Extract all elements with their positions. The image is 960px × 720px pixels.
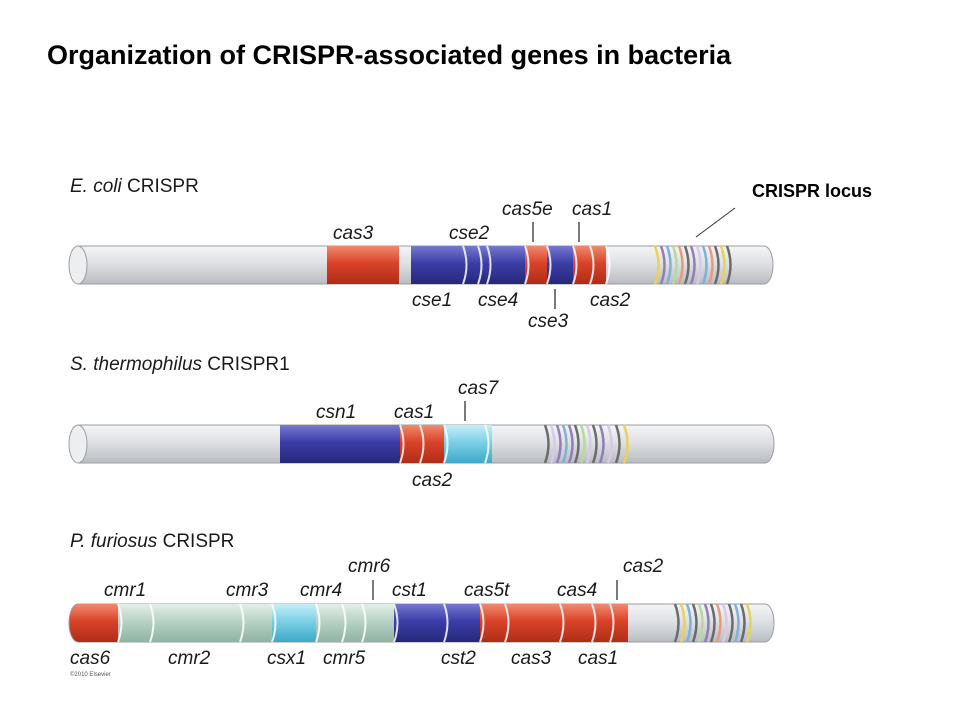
crispr-locus-pointer	[695, 207, 736, 238]
label-cas1: cas1	[394, 402, 434, 423]
label-cas1: cas1	[572, 199, 612, 220]
label-cmr4: cmr4	[300, 580, 342, 601]
label-cmr2: cmr2	[168, 648, 211, 669]
spacer-array-sthermophilus	[543, 424, 629, 464]
label-cse2: cse2	[449, 223, 490, 244]
gene-cmr1-cmr2-cmr3	[118, 604, 272, 642]
label-csx1: csx1	[267, 648, 306, 669]
gene-cas3	[327, 246, 399, 284]
gene-cas7	[444, 425, 492, 463]
backbone-end-right	[764, 424, 775, 464]
backbone-end-left	[68, 424, 88, 464]
chromosome-pfuriosus	[68, 603, 775, 643]
label-cas3: cas3	[511, 648, 552, 669]
label-cas7: cas7	[458, 378, 500, 399]
label-cas1: cas1	[578, 648, 618, 669]
page-title: Organization of CRISPR-associated genes …	[47, 40, 732, 70]
gene-csn1	[280, 425, 400, 463]
label-cmr3: cmr3	[226, 580, 269, 601]
gene-csx1	[272, 604, 316, 642]
crispr-locus-label: CRISPR locus	[752, 181, 872, 201]
label-cas2: cas2	[412, 470, 453, 491]
chromosome-sthermophilus	[68, 424, 775, 464]
backbone-end-right	[764, 603, 775, 643]
label-cse3: cse3	[528, 311, 569, 332]
label-cas2: cas2	[623, 556, 664, 577]
label-cse1: cse1	[412, 290, 452, 311]
gene-cas5t-cas3-cas4-cas1-cas2	[480, 604, 628, 642]
label-cas6: cas6	[70, 648, 111, 669]
chromosome-ecoli	[68, 245, 774, 285]
label-cst2: cst2	[441, 648, 476, 669]
gene-cas1-cas2	[573, 246, 606, 284]
label-cas3: cas3	[333, 223, 374, 244]
backbone-end-left	[68, 245, 88, 285]
gene-cas6	[78, 604, 118, 642]
spacer-array-ecoli	[653, 245, 732, 285]
locus-title-pfuriosus: P. furiosus CRISPR	[70, 531, 234, 552]
label-cst1: cst1	[392, 580, 427, 601]
label-cmr5: cmr5	[323, 648, 366, 669]
gene-cmr4-cmr5-cmr6	[316, 604, 394, 642]
label-cmr6: cmr6	[348, 556, 391, 577]
gene-cse-block	[411, 246, 525, 284]
label-cse4: cse4	[478, 290, 518, 311]
label-cas5t: cas5t	[464, 580, 510, 601]
gene-cst1-cst2	[394, 604, 480, 642]
label-cas2: cas2	[590, 290, 631, 311]
backbone-end-right	[763, 245, 774, 285]
gene-cas5e	[525, 246, 547, 284]
locus-title-sthermophilus: S. thermophilus CRISPR1	[70, 354, 290, 375]
spacer-array-pfuriosus	[673, 603, 752, 643]
label-cmr1: cmr1	[104, 580, 146, 601]
copyright-notice: ©2010 Elsevier	[70, 671, 111, 678]
label-csn1: csn1	[316, 402, 356, 423]
label-cas5e: cas5e	[502, 199, 553, 220]
locus-title-ecoli: E. coli CRISPR	[70, 176, 199, 197]
label-cas4: cas4	[557, 580, 597, 601]
